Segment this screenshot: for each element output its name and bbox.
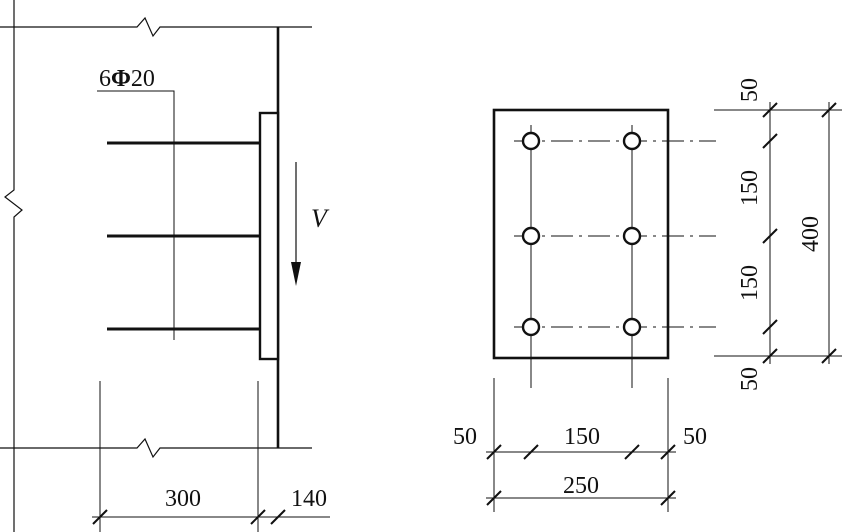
concrete-left-break-line: [4, 0, 23, 532]
rebar-label: 6Φ20: [99, 66, 155, 92]
rebar-leader-line: [97, 90, 175, 340]
side-view: 6Φ20 V 300 140: [0, 0, 330, 532]
dim-right-edge-label: 50: [683, 424, 707, 450]
concrete-bottom-break-line: [0, 437, 312, 459]
dim-tick: [762, 228, 778, 244]
dim-bottom-edge-label: 50: [737, 367, 763, 391]
anchor-hole: [622, 131, 642, 151]
dim-tick: [660, 444, 676, 460]
dim-tick-plate: [250, 509, 266, 525]
steel-plate-side: [258, 111, 280, 361]
dim-top-edge-label: 50: [737, 78, 763, 102]
dim-tick: [821, 102, 837, 118]
dim-tick: [762, 133, 778, 149]
dim-tick: [624, 444, 640, 460]
concrete-top-break-line: [0, 16, 312, 38]
dim-left-edge-label: 50: [453, 424, 477, 450]
steel-plate-plan: [492, 108, 670, 360]
dim-bolt-spacing-v1-label: 150: [737, 170, 763, 206]
rebar-grade-symbol: Φ: [111, 66, 131, 92]
dim-tick: [821, 348, 837, 364]
rebar-diameter: 20: [131, 66, 155, 92]
dim-anchor-length-label: 300: [165, 486, 201, 512]
anchor-hole: [622, 226, 642, 246]
dim-bolt-spacing-h-label: 150: [564, 424, 600, 450]
dim-tick: [486, 490, 502, 506]
anchor-hole: [521, 131, 541, 151]
plan-view: 50 150 50 250 50 150 150 50 400: [453, 78, 842, 512]
dim-tick: [762, 348, 778, 364]
anchor-hole: [622, 317, 642, 337]
dim-tick: [486, 444, 502, 460]
dim-total-height-label: 400: [798, 216, 824, 252]
dim-tick: [523, 444, 539, 460]
dim-tick: [762, 102, 778, 118]
dim-tick: [762, 319, 778, 335]
dim-tick-left: [92, 509, 108, 525]
shear-force-label: V: [311, 204, 330, 233]
dim-plate-offset-label: 140: [291, 486, 327, 512]
rebar-count: 6: [99, 66, 111, 92]
dim-tick-wall: [270, 509, 286, 525]
anchor-hole: [521, 226, 541, 246]
anchor-hole: [521, 317, 541, 337]
dim-total-width-label: 250: [563, 473, 599, 499]
dim-bolt-spacing-v2-label: 150: [737, 265, 763, 301]
shear-force-arrowhead: [291, 262, 301, 286]
dim-tick: [660, 490, 676, 506]
